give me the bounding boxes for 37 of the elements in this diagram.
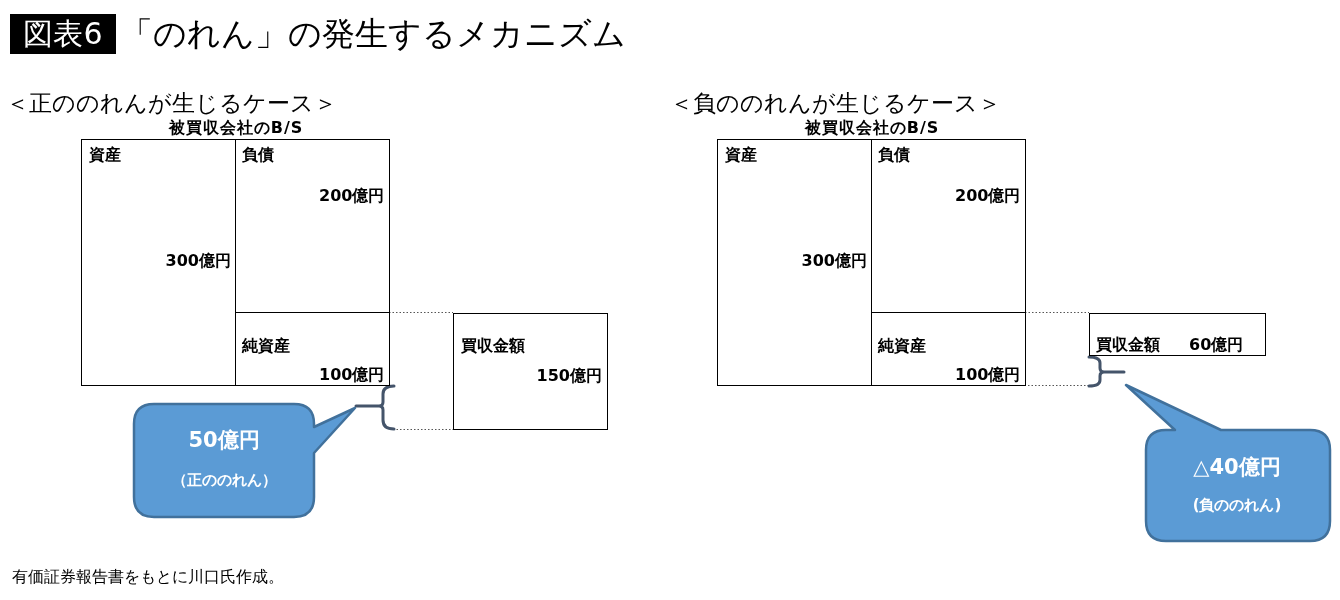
account-label: 純資産 (877, 336, 926, 355)
amount-label: 300億円 (165, 252, 231, 270)
callout-amount: △40億円 (1193, 455, 1281, 479)
liability-cell (234, 139, 390, 314)
callout-note: （正ののれん） (171, 471, 277, 489)
account-label: 負債 (241, 146, 274, 164)
account-label: 買収金額 (461, 337, 525, 355)
title: 「のれん」の発生するメカニズム (120, 14, 626, 54)
amount-label: 100億円 (955, 365, 1021, 384)
source-note: 有価証券報告書をもとに川口氏作成。 (12, 567, 284, 587)
callout-note: (負ののれん) (1192, 496, 1282, 514)
table-heading: 被買収会社のB/S (168, 119, 304, 137)
asset-cell (717, 139, 872, 386)
amount-label: 300億円 (801, 252, 867, 270)
amount-label: 100億円 (319, 365, 385, 384)
acquisition-price-box (1089, 313, 1266, 356)
amount-label: 60億円 (1189, 336, 1244, 354)
account-label: 純資産 (241, 336, 290, 355)
account-label: 資産 (89, 146, 121, 164)
callout-amount: 50億円 (188, 428, 260, 452)
case-heading: ＜正ののれんが生じるケース＞ (6, 90, 337, 116)
speech-bubble (133, 401, 357, 520)
table-heading: 被買収会社のB/S (804, 119, 940, 137)
net-asset-cell (234, 311, 390, 386)
acquisition-price-box (453, 313, 608, 430)
liability-cell (870, 139, 1026, 314)
speech-bubble (1124, 383, 1332, 543)
account-label: 負債 (877, 146, 910, 164)
amount-label: 200億円 (319, 187, 385, 205)
account-label: 買収金額 (1096, 336, 1160, 354)
account-label: 資産 (725, 146, 757, 164)
figure-number-tag: 図表6 (10, 14, 116, 54)
case-heading: ＜負ののれんが生じるケース＞ (670, 90, 1001, 116)
amount-label: 150億円 (536, 367, 602, 385)
amount-label: 200億円 (955, 187, 1021, 205)
net-asset-cell (870, 311, 1026, 386)
asset-cell (81, 139, 236, 386)
